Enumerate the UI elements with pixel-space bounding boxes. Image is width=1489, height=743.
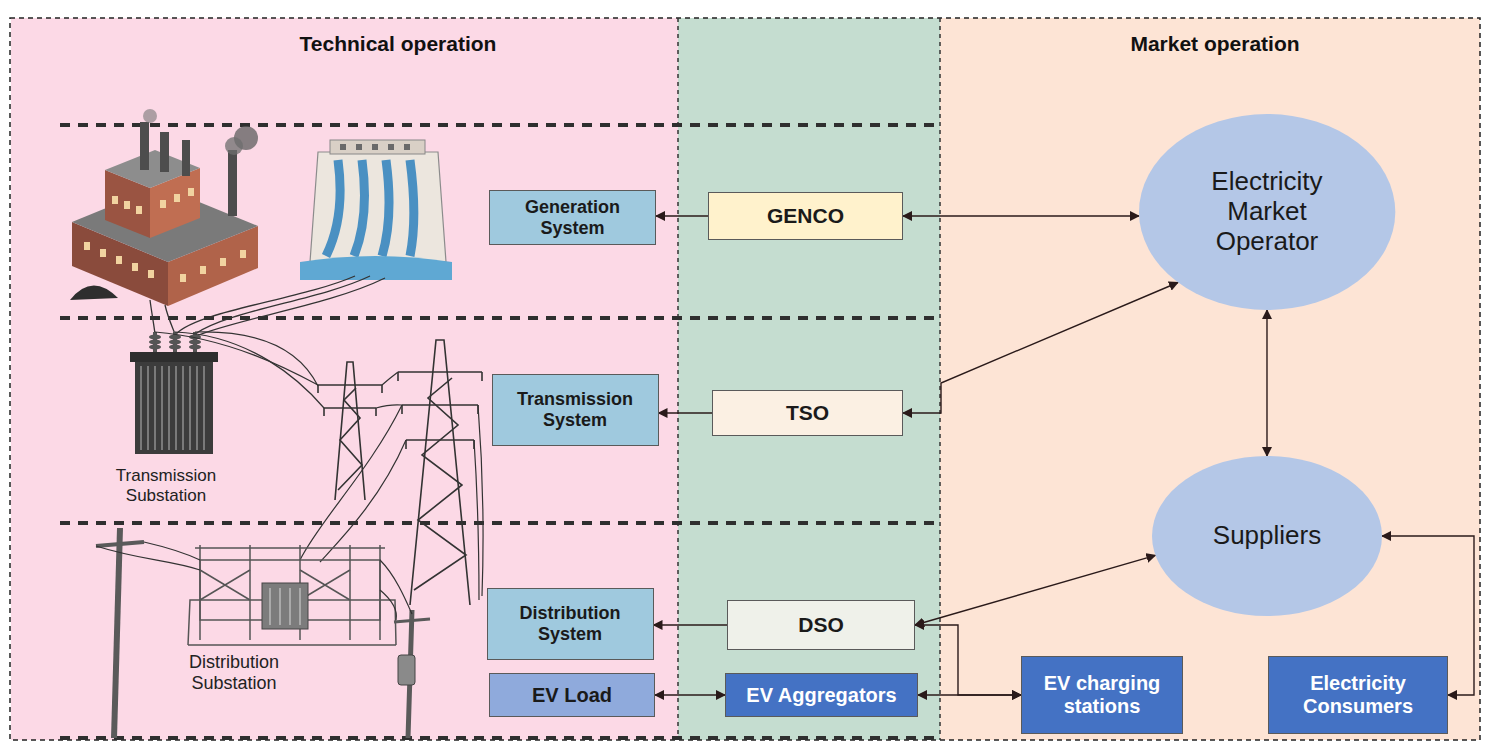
- connector-arrow: [915, 625, 1021, 695]
- illustration-label: Transmission Substation: [102, 466, 231, 505]
- node-label: EV charging stations: [1032, 672, 1172, 718]
- market-ellipse: Electricity Market Operator: [1139, 114, 1395, 310]
- node-label: TSO: [786, 401, 829, 425]
- connector-arrow: [1266, 310, 1267, 456]
- transformer-icon: [130, 332, 218, 454]
- load-box: EV Load: [489, 673, 655, 717]
- aggregator-box: EV Aggregators: [725, 673, 918, 717]
- region-heading: Technical operation: [300, 32, 497, 55]
- consumer-box: Electricity Consumers: [1268, 656, 1448, 734]
- distribution-substation-icon: [188, 545, 396, 645]
- illustration-label: Distribution Substation: [167, 652, 301, 693]
- heading-wrap: Market operation: [1130, 32, 1299, 56]
- utility-pole-icon: [96, 528, 430, 738]
- operator-box: DSO: [727, 600, 915, 650]
- connector-arrow: [915, 555, 1155, 625]
- connector-arrow: [918, 694, 1021, 695]
- region-band: Technical operationGeneration SystemTran…: [12, 18, 678, 740]
- ellipse-fill: [1139, 114, 1395, 310]
- heading-wrap: Technical operation: [300, 32, 497, 56]
- connector-arrow: [654, 624, 728, 625]
- node-label: Suppliers: [1213, 521, 1321, 551]
- node-label: EV Load: [532, 684, 612, 707]
- thermal-plant-icon: [70, 109, 258, 306]
- station-box: EV charging stations: [1021, 656, 1183, 734]
- region-band: Market operationElectricity Market Opera…: [940, 18, 1480, 740]
- node-label: Distribution System: [498, 603, 643, 644]
- transmission-tower-icon: [318, 340, 482, 605]
- node-label: Electricity Consumers: [1283, 672, 1433, 718]
- system-box: Distribution System: [487, 588, 654, 660]
- system-box: Generation System: [489, 190, 656, 245]
- market-ground: [940, 18, 1480, 740]
- level-dividers: [60, 125, 940, 738]
- connector-arrow: [655, 694, 725, 695]
- node-label: EV Aggregators: [746, 684, 896, 707]
- node-label: Generation System: [500, 197, 645, 238]
- region-grounds: [10, 18, 1480, 740]
- connector-arrow: [659, 412, 713, 413]
- connectors: [654, 216, 1475, 695]
- technical-ground: [11, 18, 678, 740]
- node-label: DSO: [798, 613, 844, 637]
- market-ellipse: Suppliers: [1152, 456, 1382, 616]
- connector-arrow: [903, 215, 1139, 216]
- outer-border: [10, 18, 1480, 740]
- plant-wires: [150, 276, 385, 336]
- operator-box: GENCO: [708, 192, 903, 240]
- hydro-dam-icon: [300, 140, 452, 280]
- ellipse-fill: [1152, 456, 1382, 616]
- operator-box: TSO: [712, 390, 903, 436]
- column-divider: [939, 18, 941, 740]
- connector-arrow: [656, 215, 708, 216]
- node-label: GENCO: [767, 204, 844, 228]
- region-heading: Market operation: [1130, 32, 1299, 55]
- connector-arrow: [903, 282, 1178, 413]
- node-label: Electricity Market Operator: [1184, 167, 1349, 257]
- system-box: Transmission System: [492, 374, 659, 446]
- node-label: Transmission System: [503, 389, 648, 430]
